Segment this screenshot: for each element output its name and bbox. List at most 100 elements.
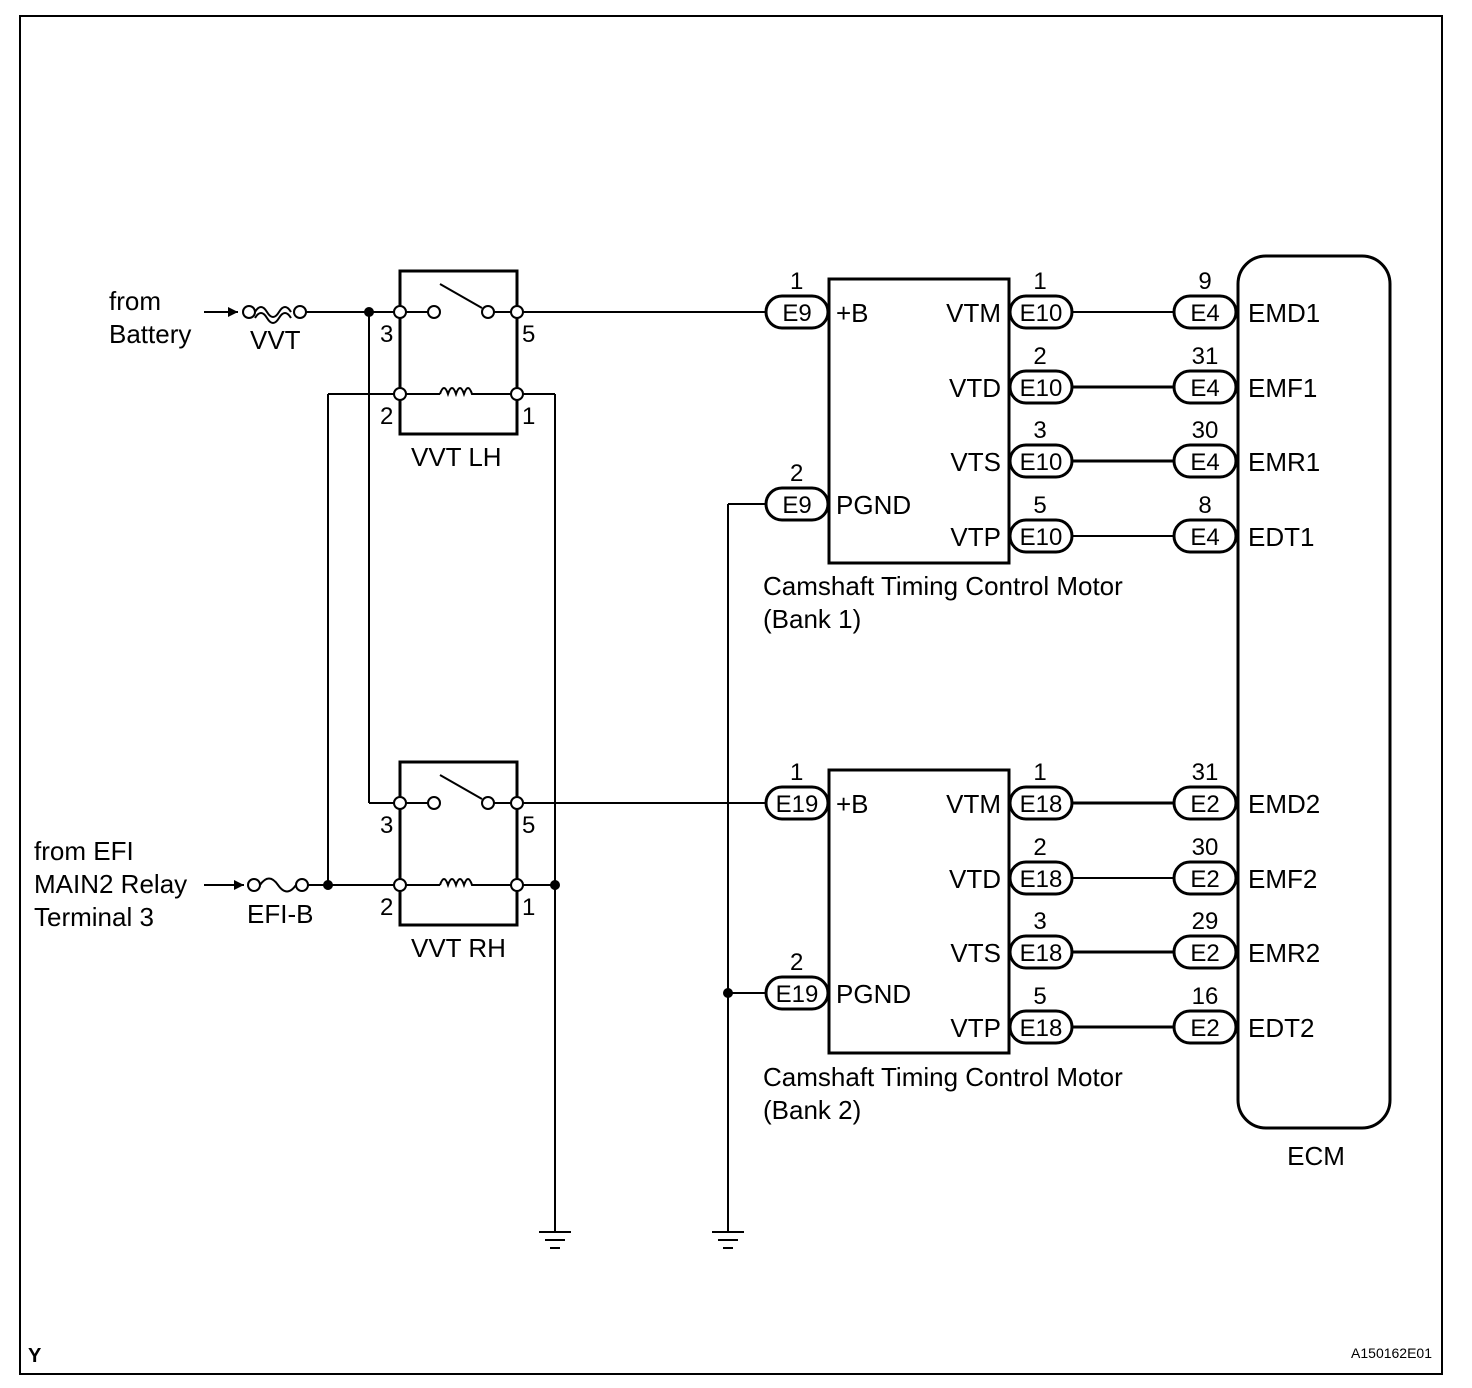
motor-bank1: 1 E9 +B 2 E9 PGND VTM 1 E10 VTD 2 E10 VT… (763, 268, 1123, 634)
ecm: ECM 9 E4 EMD1 31 E4 EMF1 30 E4 EMR1 8 E4… (1172, 254, 1392, 1171)
relay-lh-pin2-label: 2 (380, 403, 393, 430)
motor-bank1-ground-conn: E9 (782, 492, 811, 519)
motor-bank2-ground-conn: E19 (776, 981, 819, 1008)
motor-bank2-ground-name: PGND (836, 979, 911, 1009)
ecm-terminal-pin: 31 (1192, 343, 1219, 370)
fuse-efib-terminal-right (295, 878, 309, 892)
ecm-terminal-pin: 29 (1192, 908, 1219, 935)
ecm-terminal-connector (1172, 934, 1238, 970)
relay-vvt-lh-body (398, 269, 519, 436)
ecm-terminal-pin: 8 (1198, 492, 1211, 519)
motor-bank2-terminal-conn: E18 (1020, 791, 1063, 818)
fuse-efib-label: EFI-B (247, 899, 313, 929)
motor-bank1-terminal-conn: E10 (1020, 375, 1063, 402)
ecm-terminal-connector (1172, 1009, 1238, 1045)
junction-pgnd (723, 988, 733, 998)
battery-arrow-icon (228, 307, 238, 317)
motor-bank2-body (827, 768, 1011, 1055)
battery-source-label-line2: Battery (109, 319, 191, 349)
fuse-vvt-terminal-right (293, 305, 307, 319)
ecm-terminal-conn: E4 (1190, 449, 1219, 476)
motor-bank1-terminal-conn: E10 (1020, 300, 1063, 327)
motor-bank1-ground-name: PGND (836, 490, 911, 520)
ecm-terminal-name: EMD2 (1248, 789, 1320, 819)
motor-bank2-terminal-pin: 3 (1033, 908, 1046, 935)
ecm-terminal-name: EDT2 (1248, 1013, 1314, 1043)
relay-lh-pin1-label: 1 (522, 403, 535, 430)
efi-source-label-line2: MAIN2 Relay (34, 869, 187, 899)
motor-bank2-power-connector (764, 785, 830, 821)
relay-rh-pin5-label: 5 (522, 812, 535, 839)
ecm-body (1236, 254, 1392, 1130)
ecm-terminal-conn: E4 (1190, 300, 1219, 327)
efi-source-label-line3: Terminal 3 (34, 902, 154, 932)
motor-bank1-terminal-pin: 5 (1033, 492, 1046, 519)
motor-bank2-label-line2: (Bank 2) (763, 1095, 861, 1125)
motor-bank1-ground-connector (764, 486, 830, 522)
ecm-terminal-conn: E4 (1190, 375, 1219, 402)
relay-rh-pin3-terminal (393, 796, 407, 810)
junction-efib (323, 880, 333, 890)
relay-lh-name: VVT LH (411, 442, 502, 472)
motor-bank2-terminal-pin: 2 (1033, 834, 1046, 861)
motor-bank2-terminal-conn: E18 (1020, 866, 1063, 893)
relay-vvt-lh: 3 5 2 1 VVT LH (380, 269, 535, 472)
ecm-terminal-conn: E2 (1190, 1015, 1219, 1042)
ecm-terminal-pin: 30 (1192, 834, 1219, 861)
relay-lh-switch-contact (481, 305, 495, 319)
efi-source: from EFI MAIN2 Relay Terminal 3 (34, 836, 244, 932)
relay-rh-pin2-label: 2 (380, 894, 393, 921)
motor-bank1-terminal-pin: 2 (1033, 343, 1046, 370)
motor-bank1-ground-pin: 2 (790, 460, 803, 487)
ecm-terminal-conn: E2 (1190, 866, 1219, 893)
motor-bank1-terminal-name: VTS (950, 447, 1001, 477)
motor-bank1-power-name: +B (836, 298, 869, 328)
ecm-terminal-name: EDT1 (1248, 522, 1314, 552)
battery-source: from Battery (109, 286, 238, 349)
ecm-name: ECM (1287, 1141, 1345, 1171)
ecm-terminal-name: EMR1 (1248, 447, 1320, 477)
relay-rh-switch-contact (427, 796, 441, 810)
fuse-vvt-element-icon-2 (254, 312, 292, 324)
relay-vvt-rh: 3 5 2 1 VVT RH (380, 760, 535, 963)
relay-lh-pin2-terminal (393, 387, 407, 401)
ecm-terminal-conn: E2 (1190, 940, 1219, 967)
motor-bank1-body (827, 277, 1011, 565)
ecm-terminal-conn: E4 (1190, 524, 1219, 551)
motor-bank1-terminal-name: VTM (946, 298, 1001, 328)
motor-ecm-wiring (1072, 311, 1174, 1029)
relay-rh-pin3-label: 3 (380, 812, 393, 839)
efi-source-label-line1: from EFI (34, 836, 134, 866)
ecm-terminal-connector (1172, 369, 1238, 405)
ecm-terminal-name: EMF2 (1248, 864, 1317, 894)
relay-lh-pin3-label: 3 (380, 321, 393, 348)
fuse-efib: EFI-B (247, 877, 313, 929)
motor-bank1-power-pin: 1 (790, 268, 803, 295)
motor-bank2-ground-connector (764, 975, 830, 1011)
relay-rh-coil-icon (439, 878, 480, 889)
motor-bank1-terminal-pin: 3 (1033, 417, 1046, 444)
ecm-terminal-name: EMR2 (1248, 938, 1320, 968)
motor-bank1-terminal-pin: 1 (1033, 268, 1046, 295)
ecm-terminal-connector (1172, 785, 1238, 821)
relay-rh-switch-icon (439, 774, 483, 800)
motor-bank2-power-pin: 1 (790, 759, 803, 786)
fuse-vvt-terminal-left (242, 305, 256, 319)
motor-bank1-label-line2: (Bank 1) (763, 604, 861, 634)
motor-bank1-power-conn: E9 (782, 300, 811, 327)
motor-bank1-terminal-conn: E10 (1020, 524, 1063, 551)
fuse-efib-element-icon (259, 877, 297, 893)
motor-bank2-terminal-name: VTP (950, 1013, 1001, 1043)
motor-bank1-terminal-name: VTD (949, 373, 1001, 403)
efi-arrow-icon (234, 880, 244, 890)
motor-bank2-ground-pin: 2 (790, 949, 803, 976)
footer-left-code: Y (28, 1345, 42, 1367)
ground-icon (539, 1231, 571, 1249)
ecm-terminal-name: EMF1 (1248, 373, 1317, 403)
battery-source-label-line1: from (109, 286, 161, 316)
motor-bank2-power-name: +B (836, 789, 869, 819)
motor-bank2: 1 E19 +B 2 E19 PGND VTM 1 E18 VTD 2 E18 … (763, 759, 1123, 1125)
motor-bank1-label-line1: Camshaft Timing Control Motor (763, 571, 1123, 601)
relay-rh-pin5-terminal (510, 796, 524, 810)
relay-rh-switch-contact (481, 796, 495, 810)
